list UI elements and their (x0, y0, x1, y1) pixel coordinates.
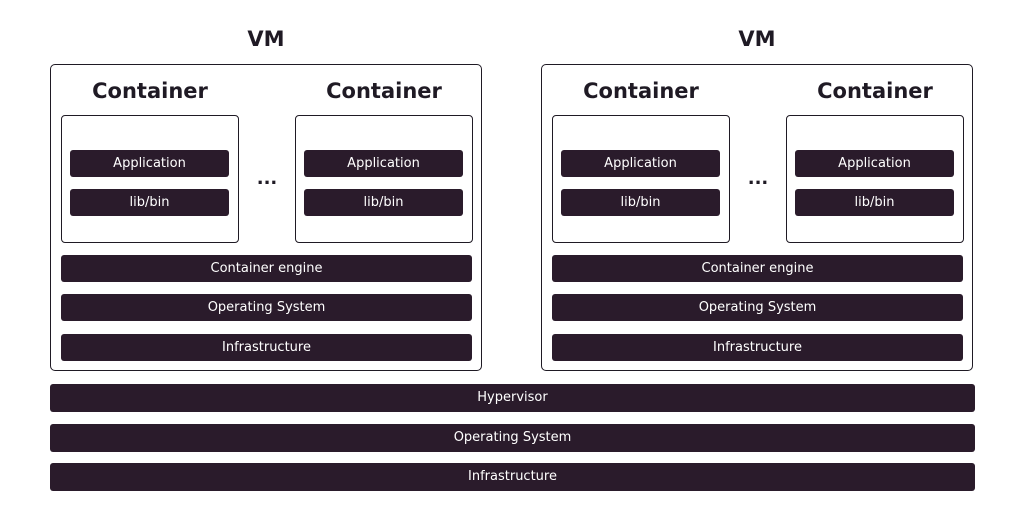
guest-infrastructure-layer: Infrastructure (61, 334, 472, 361)
host-os-layer: Operating System (50, 424, 975, 452)
container-box: Application lib/bin (786, 115, 964, 243)
host-infrastructure-layer: Infrastructure (50, 463, 975, 491)
application-layer: Application (304, 150, 463, 177)
container-title: Container (817, 79, 933, 103)
lib-bin-layer: lib/bin (304, 189, 463, 216)
container-box: Application lib/bin (295, 115, 473, 243)
container-box: Application lib/bin (552, 115, 730, 243)
vm-box-1: Container Container Application lib/bin … (50, 64, 482, 371)
application-layer: Application (70, 150, 229, 177)
hypervisor-layer: Hypervisor (50, 384, 975, 412)
ellipsis: ... (747, 168, 769, 189)
lib-bin-layer: lib/bin (795, 189, 954, 216)
vm-box-2: Container Container Application lib/bin … (541, 64, 973, 371)
container-title: Container (326, 79, 442, 103)
guest-infrastructure-layer: Infrastructure (552, 334, 963, 361)
ellipsis: ... (256, 168, 278, 189)
lib-bin-layer: lib/bin (561, 189, 720, 216)
vm-title-1: VM (247, 27, 285, 51)
container-title: Container (92, 79, 208, 103)
vm-title-2: VM (738, 27, 776, 51)
container-box: Application lib/bin (61, 115, 239, 243)
guest-os-layer: Operating System (552, 294, 963, 321)
application-layer: Application (795, 150, 954, 177)
container-engine-layer: Container engine (61, 255, 472, 282)
container-title: Container (583, 79, 699, 103)
container-engine-layer: Container engine (552, 255, 963, 282)
lib-bin-layer: lib/bin (70, 189, 229, 216)
guest-os-layer: Operating System (61, 294, 472, 321)
application-layer: Application (561, 150, 720, 177)
